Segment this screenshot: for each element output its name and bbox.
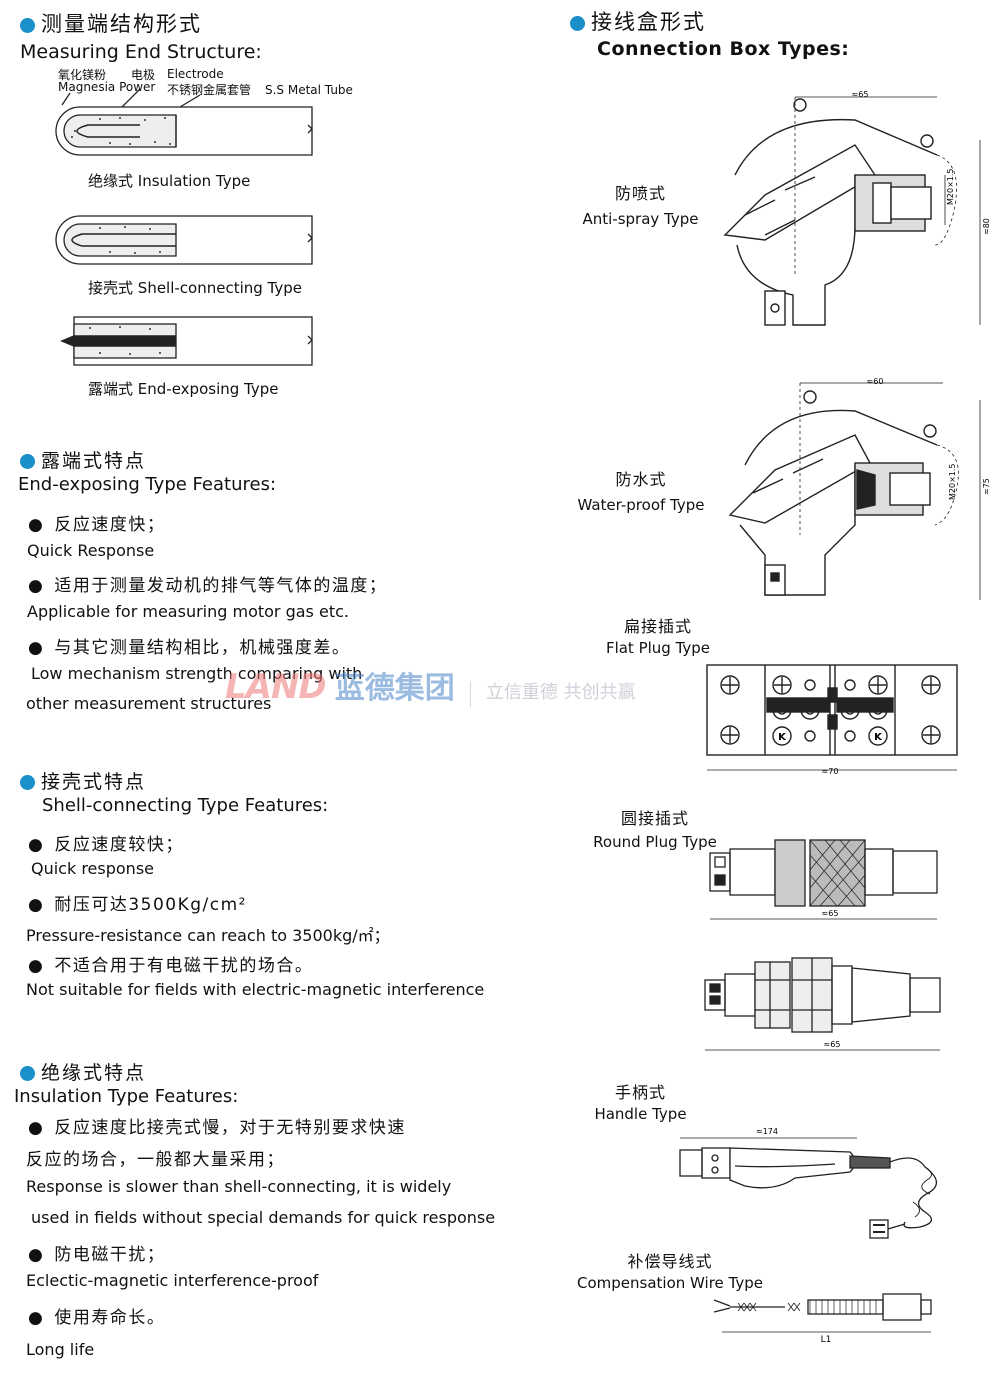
watermark-slogan: 立信重德 共创共赢 (485, 682, 636, 703)
shell-type-label: 接壳式 Shell-connecting Type (88, 279, 303, 297)
end-exposing-item-3-en-1: Low mechanism strength comparing with (31, 664, 363, 683)
insulation-item-1-en-1: Response is slower than shell-connecting… (26, 1177, 452, 1196)
anti-dim-top: ≈65 (852, 90, 869, 99)
section-bullet-icon (570, 15, 585, 31)
insulation-item-1-cn-2: 反应的场合，一般都大量采用； (26, 1150, 285, 1170)
end-exposing-item-3-cn: ●与其它测量结构相比，机械强度差。 (28, 638, 351, 658)
end-exposing-item-3-en-2: other measurement structures (26, 694, 272, 713)
insulation-item-1-en-2: used in fields without special demands f… (31, 1208, 496, 1227)
section-bullet-icon (20, 775, 35, 790)
shell-item-3-en: Not suitable for fields with electric-ma… (26, 980, 485, 999)
round-plug-diagram-1: ≈65 (709, 839, 938, 920)
insulation-item-2-en: Eclectic-magnetic interference-proof (26, 1271, 319, 1290)
anti-spray-label: 防喷式 Anti-spray Type (582, 184, 699, 228)
measuring-title-en: Measuring End Structure: (20, 41, 262, 63)
insulation-probe-diagram (55, 88, 313, 156)
connection-box-title-en: Connection Box Types: (597, 38, 850, 60)
shell-item-2-en: Pressure-resistance can reach to 3500kg/… (26, 926, 390, 945)
label-magnesia-en: Magnesia Power (58, 80, 156, 94)
round-plug-dim-1: ≈65 (822, 909, 839, 918)
section-bullet-icon (20, 17, 35, 33)
water-dim-height: ≈75 (982, 478, 991, 495)
flat-plug-k-right: K (874, 732, 883, 743)
water-dim-thread: M20×1.5 (948, 463, 957, 500)
shell-features-title-en: Shell-connecting Type Features: (42, 795, 329, 816)
flat-plug-k-left: K (778, 732, 787, 743)
end-exposing-item-2-en: Applicable for measuring motor gas etc. (27, 602, 349, 621)
section-bullet-icon (20, 1066, 35, 1081)
flat-plug-label: 扁接插式 Flat Plug Type (605, 617, 711, 657)
insulation-features-title-en: Insulation Type Features: (14, 1086, 239, 1107)
label-electrode-cn: 电极 (131, 68, 156, 82)
connection-box-title-cn: 接线盒形式 (570, 6, 706, 36)
exposing-type-label: 露端式 End-exposing Type (88, 380, 279, 398)
label-electrode-en: Electrode (167, 67, 224, 81)
handle-diagram: ≈174 (679, 1127, 937, 1239)
anti-dim-height: ≈80 (982, 218, 991, 235)
insulation-features-title-cn: 绝缘式特点 (20, 1058, 146, 1085)
watermark-logo: LAND (225, 667, 327, 707)
end-exposing-title-cn: 露端式特点 (20, 446, 146, 473)
end-exposing-item-1-cn: ●反应速度快； (28, 515, 166, 535)
compensation-wire-label: 补偿导线式 Compensation Wire Type (577, 1252, 763, 1292)
exposing-probe-diagram (60, 316, 313, 366)
label-tube-cn: 不锈钢金属套管 (167, 83, 252, 97)
handle-dim: ≈174 (756, 1127, 778, 1136)
end-exposing-item-1-en: Quick Response (27, 541, 155, 560)
insulation-item-1-cn: ●反应速度比接壳式慢，对于无特别要求快速 (28, 1118, 406, 1138)
watermark: LAND 蓝德集团 立信重德 共创共赢 (225, 663, 636, 707)
compensation-wire-diagram: L1 (713, 1293, 932, 1345)
water-dim-top: ≈60 (867, 377, 884, 386)
round-plug-diagram-2: ≈65 (704, 957, 941, 1051)
flat-plug-diagram: K K ≈70 (706, 664, 958, 776)
compensation-dim: L1 (821, 1335, 832, 1345)
shell-features-title-cn: 接壳式特点 (20, 767, 146, 794)
water-proof-label: 防水式 Water-proof Type (577, 470, 705, 514)
insulation-type-label: 绝缘式 Insulation Type (88, 172, 251, 190)
handle-label: 手柄式 Handle Type (594, 1083, 687, 1123)
shell-item-3-cn: ●不适合用于有电磁干扰的场合。 (28, 956, 314, 976)
shell-item-1-cn: ●反应速度较快； (28, 835, 184, 855)
section-bullet-icon (20, 454, 35, 469)
shell-item-2-cn: ●耐压可达3500Kg/cm² (28, 895, 247, 915)
anti-dim-thread: M20×1.5 (946, 168, 955, 205)
shell-item-1-en: Quick response (31, 859, 154, 878)
shell-probe-diagram (55, 215, 313, 265)
end-exposing-item-2-cn: ●适用于测量发动机的排气等气体的温度； (28, 576, 388, 596)
watermark-divider (469, 680, 471, 707)
anti-spray-box-diagram: ≈65 M20×1.5 ≈80 (723, 90, 991, 326)
insulation-item-3-en: Long life (26, 1340, 95, 1359)
water-proof-box-diagram: ≈60 M20×1.5 ≈75 (728, 377, 991, 600)
label-tube-en: S.S Metal Tube (265, 83, 353, 97)
round-plug-label: 圆接插式 Round Plug Type (593, 809, 717, 851)
watermark-brand: 蓝德集团 (334, 671, 455, 706)
flat-plug-dim: ≈70 (822, 767, 839, 776)
end-exposing-title-en: End-exposing Type Features: (18, 474, 277, 495)
measuring-title-cn: 测量端结构形式 (20, 8, 202, 38)
insulation-item-2-cn: ●防电磁干扰； (28, 1245, 166, 1265)
insulation-item-3-cn: ●使用寿命长。 (28, 1308, 166, 1328)
round-plug-dim-2: ≈65 (824, 1040, 841, 1049)
label-magnesia-cn: 氧化镁粉 (58, 68, 107, 82)
